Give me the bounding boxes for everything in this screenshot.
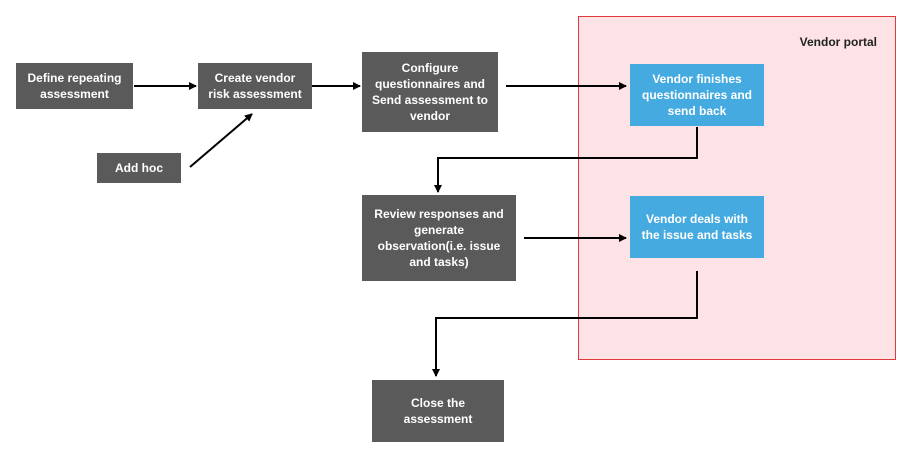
vendor-portal-label: Vendor portal <box>799 35 877 49</box>
node-label: Define repeating assessment <box>27 71 122 101</box>
node-create-vendor-risk-assessment: Create vendor risk assessment <box>198 63 312 109</box>
node-label: Vendor deals with the issue and tasks <box>641 212 753 242</box>
node-close-the-assessment: Close the assessment <box>372 380 504 442</box>
node-review-responses: Review responses and generate observatio… <box>362 195 516 281</box>
node-configure-send-assessment: Configure questionnaires and Send assess… <box>362 52 498 132</box>
node-add-hoc: Add hoc <box>97 153 181 183</box>
node-label: Add hoc <box>115 161 163 175</box>
edge-vendor-finishes-to-review <box>434 127 698 193</box>
edge-addhoc-to-create <box>189 113 253 168</box>
node-label: Vendor finishes questionnaires and send … <box>641 72 753 118</box>
node-label: Create vendor risk assessment <box>208 71 302 101</box>
node-vendor-finishes-questionnaires: Vendor finishes questionnaires and send … <box>630 64 764 126</box>
node-define-repeating-assessment: Define repeating assessment <box>16 63 133 109</box>
node-label: Configure questionnaires and Send assess… <box>371 61 489 123</box>
node-label: Review responses and generate observatio… <box>374 207 504 269</box>
node-label: Close the assessment <box>403 396 473 426</box>
edge-vendor-deals-to-close <box>432 271 698 377</box>
node-vendor-deals-with-issue: Vendor deals with the issue and tasks <box>630 196 764 258</box>
